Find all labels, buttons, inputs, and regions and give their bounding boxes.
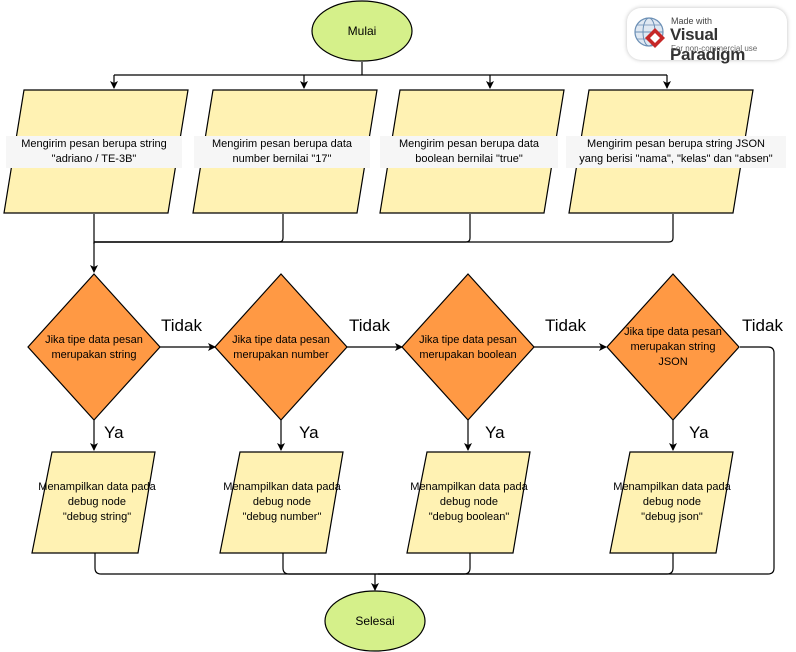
edge-label-yes-4: Ya — [689, 423, 709, 443]
decision-shape-boolean — [401, 273, 535, 421]
output-label-number: Menampilkan data pada debug node "debug … — [223, 480, 341, 523]
connector-decisions-to-outputs — [90, 420, 677, 451]
start-label: Mulai — [347, 23, 377, 38]
watermark-note: For non-commercial use — [671, 44, 758, 53]
output-shape-boolean — [406, 451, 531, 554]
output-shape-number — [219, 451, 344, 554]
decision-shape-number — [214, 273, 348, 421]
decision-shape-json — [606, 273, 740, 421]
decision-label-boolean: Jika tipe data pesan merupakan boolean — [419, 334, 517, 361]
watermark-badge: Made with Visual Paradigm For non-commer… — [627, 8, 787, 64]
edge-label-yes-1: Ya — [104, 423, 124, 443]
globe-icon — [634, 17, 665, 48]
input-label-boolean: Mengirim pesan berupa data boolean berni… — [380, 136, 558, 168]
connector-start-to-inputs — [110, 62, 671, 89]
edge-label-no-3: Tidak — [545, 316, 586, 336]
output-label-json: Menampilkan data pada debug node "debug … — [613, 480, 731, 523]
input-label-json: Mengirim pesan berupa string JSON yang b… — [566, 136, 786, 168]
edge-label-no-4: Tidak — [742, 316, 783, 336]
connector-decision-chain — [160, 343, 775, 575]
output-shape-string — [31, 451, 156, 554]
connector-inputs-to-decision — [90, 214, 674, 273]
output-shape-json — [609, 451, 734, 554]
watermark-made-with: Made with — [671, 16, 713, 26]
edge-label-no-1: Tidak — [161, 316, 202, 336]
output-label-boolean: Menampilkan data pada debug node "debug … — [410, 480, 528, 523]
decision-label-string: Jika tipe data pesan merupakan string — [45, 334, 143, 361]
end-terminal — [324, 590, 426, 652]
start-terminal — [311, 0, 413, 62]
input-label-number: Mengirim pesan berupa data number bernil… — [194, 136, 370, 168]
decision-shape-string — [27, 273, 161, 421]
end-label: Selesai — [355, 613, 395, 628]
edge-label-yes-3: Ya — [485, 423, 505, 443]
watermark-brand: Visual Paradigm — [670, 25, 746, 64]
input-label-string: Mengirim pesan berupa string "adriano / … — [6, 136, 182, 168]
edge-label-no-2: Tidak — [349, 316, 390, 336]
decision-label-json: Jika tipe data pesan merupakan string JS… — [624, 325, 722, 368]
output-label-string: Menampilkan data pada debug node "debug … — [38, 480, 156, 523]
decision-label-number: Jika tipe data pesan merupakan number — [232, 334, 330, 361]
connector-outputs-to-end — [94, 553, 674, 591]
edge-label-yes-2: Ya — [299, 423, 319, 443]
